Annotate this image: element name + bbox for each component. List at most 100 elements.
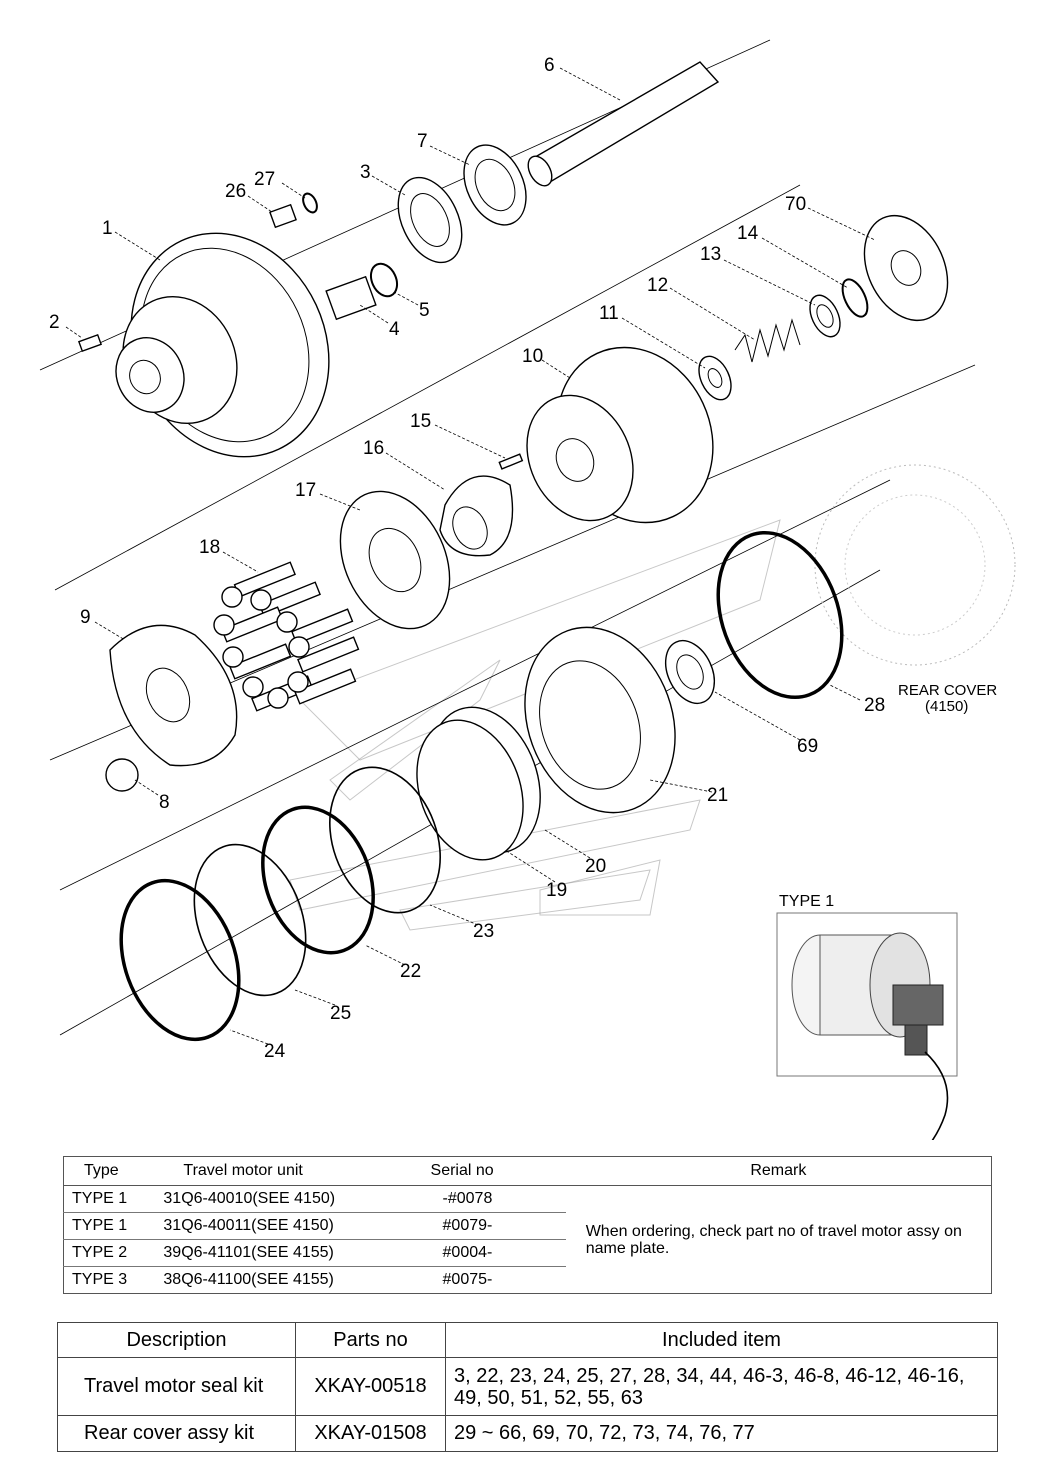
part-22-o-ring [261, 805, 375, 955]
part-69-bearing [664, 639, 716, 705]
callout-15: 15 [410, 411, 431, 432]
part-3-seal [397, 176, 463, 264]
part-1-housing [115, 232, 330, 458]
callout-25: 25 [330, 1003, 351, 1024]
inset-label: TYPE 1 [779, 893, 834, 910]
leader-lines [65, 67, 876, 1045]
part-70-valve-plate [863, 214, 949, 322]
table-row: TYPE 1 31Q6-40010(SEE 4150) -#0078 When … [63, 1185, 992, 1257]
type-1-inset: TYPE 1 [776, 893, 958, 1140]
part-5-o-ring [369, 262, 399, 298]
row-unit: 38Q6-41100(SEE 4155) [163, 1271, 334, 1288]
callout-12: 12 [647, 275, 668, 296]
part-13-washer [809, 294, 841, 338]
part-7-bearing [463, 144, 527, 226]
table-row: Travel motor seal kit XKAY-00518 3, 22, … [57, 1357, 998, 1416]
row-unit: 31Q6-40011(SEE 4150) [155, 1212, 423, 1240]
part-12-spring [734, 318, 801, 363]
callout-28: 28 [864, 695, 885, 716]
callout-labels: 1 2 3 4 5 6 7 8 9 10 11 12 13 14 15 16 1… [49, 55, 997, 1062]
callout-9: 9 [80, 607, 91, 628]
callout-21: 21 [707, 785, 728, 806]
remark-cell: When ordering, check part no of travel m… [585, 1222, 962, 1257]
callout-19: 19 [546, 880, 567, 901]
row-type: TYPE 1 [63, 1185, 156, 1213]
table-row: TYPE 1 31Q6-40011(SEE 4150) #0079- [63, 1212, 992, 1240]
callout-70: 70 [785, 194, 806, 215]
part-21-piston [524, 626, 676, 814]
exploded-parts-diagram: 1 2 3 4 5 6 7 8 9 10 11 12 13 14 15 16 1… [39, 39, 1016, 1140]
callout-5: 5 [419, 300, 430, 321]
header-parts-no: Parts no [295, 1322, 446, 1358]
callout-11: 11 [599, 303, 619, 324]
callout-7: 7 [417, 131, 428, 152]
part-25-backup-ring [193, 843, 307, 997]
callout-8: 8 [159, 792, 170, 813]
row-type: TYPE 1 [63, 1212, 156, 1240]
callout-23: 23 [473, 921, 494, 942]
part-9-swash-plate [109, 624, 238, 767]
part-14-snap-ring [841, 278, 869, 318]
kit-table: Description Parts no Included item Trave… [57, 1322, 998, 1452]
header-included: Included item [445, 1322, 998, 1358]
part-2-pin [77, 333, 103, 353]
callout-18: 18 [199, 537, 220, 558]
part-24-o-ring [119, 878, 241, 1042]
type-serial-table: Type Travel motor unit Serial no Remark … [63, 1156, 992, 1294]
rear-cover-label: REAR COVER [898, 682, 997, 699]
row-unit: 39Q6-41101(SEE 4155) [155, 1239, 423, 1267]
header-serial: Serial no [422, 1156, 566, 1186]
callout-14: 14 [737, 223, 759, 244]
kit-description: Travel motor seal kit [57, 1357, 296, 1416]
callout-27: 27 [254, 169, 275, 190]
type-table-header: Type Travel motor unit Serial no Remark [63, 1156, 992, 1186]
callout-24: 24 [264, 1041, 286, 1062]
part-10-cylinder-block [526, 346, 714, 524]
part-26-bushing [269, 203, 297, 229]
kit-included: 29 ~ 66, 69, 70, 72, 73, 74, 76, 77 [445, 1415, 998, 1452]
part-18-pistons [213, 561, 360, 712]
callout-4: 4 [389, 319, 400, 340]
callout-3: 3 [360, 162, 371, 183]
kit-parts-no: XKAY-01508 [295, 1415, 446, 1452]
callout-6: 6 [544, 55, 555, 76]
callout-13: 13 [700, 244, 721, 265]
table-row: TYPE 3 38Q6-41100(SEE 4155) #0075- [64, 1267, 992, 1294]
part-16-ball-guide [439, 475, 514, 557]
table-row: Rear cover assy kit XKAY-01508 29 ~ 66, … [57, 1415, 998, 1452]
callout-26: 26 [225, 181, 246, 202]
header-remark: Remark [565, 1156, 992, 1186]
table-row: TYPE 2 39Q6-41101(SEE 4155) #0004- [63, 1239, 992, 1267]
row-serial: #0004- [422, 1239, 566, 1267]
part-4-sleeve [325, 275, 377, 321]
callout-1: 1 [102, 218, 113, 239]
row-serial: -#0078 [422, 1185, 566, 1213]
row-serial: #0079- [422, 1212, 566, 1240]
row-type: TYPE 3 [72, 1271, 128, 1288]
part-27-o-ring [302, 192, 318, 214]
kit-parts-no: XKAY-00518 [295, 1357, 446, 1416]
rear-cover-code: (4150) [925, 698, 968, 715]
header-type: Type [63, 1156, 156, 1186]
part-17-set-plate [339, 490, 451, 630]
row-type: TYPE 2 [63, 1239, 156, 1267]
part-23-ring [329, 766, 441, 914]
part-28-o-ring [716, 530, 844, 700]
callout-17: 17 [295, 480, 316, 501]
kit-table-header: Description Parts no Included item [57, 1322, 998, 1358]
rear-cover-ghost [814, 464, 1016, 666]
part-15-pin [498, 453, 524, 470]
callout-69: 69 [797, 736, 818, 757]
row-serial: #0075- [442, 1271, 493, 1288]
part-8-ball [105, 758, 139, 792]
callout-2: 2 [49, 312, 60, 333]
header-description: Description [57, 1322, 296, 1358]
part-19-separator-plate [416, 719, 524, 861]
kit-description: Rear cover assy kit [57, 1415, 296, 1452]
row-unit: 31Q6-40010(SEE 4150) [155, 1185, 423, 1213]
callout-20: 20 [585, 856, 606, 877]
header-unit: Travel motor unit [155, 1156, 423, 1186]
callout-16: 16 [363, 438, 384, 459]
watermark-logo [289, 519, 781, 931]
part-11-washer [698, 355, 732, 401]
